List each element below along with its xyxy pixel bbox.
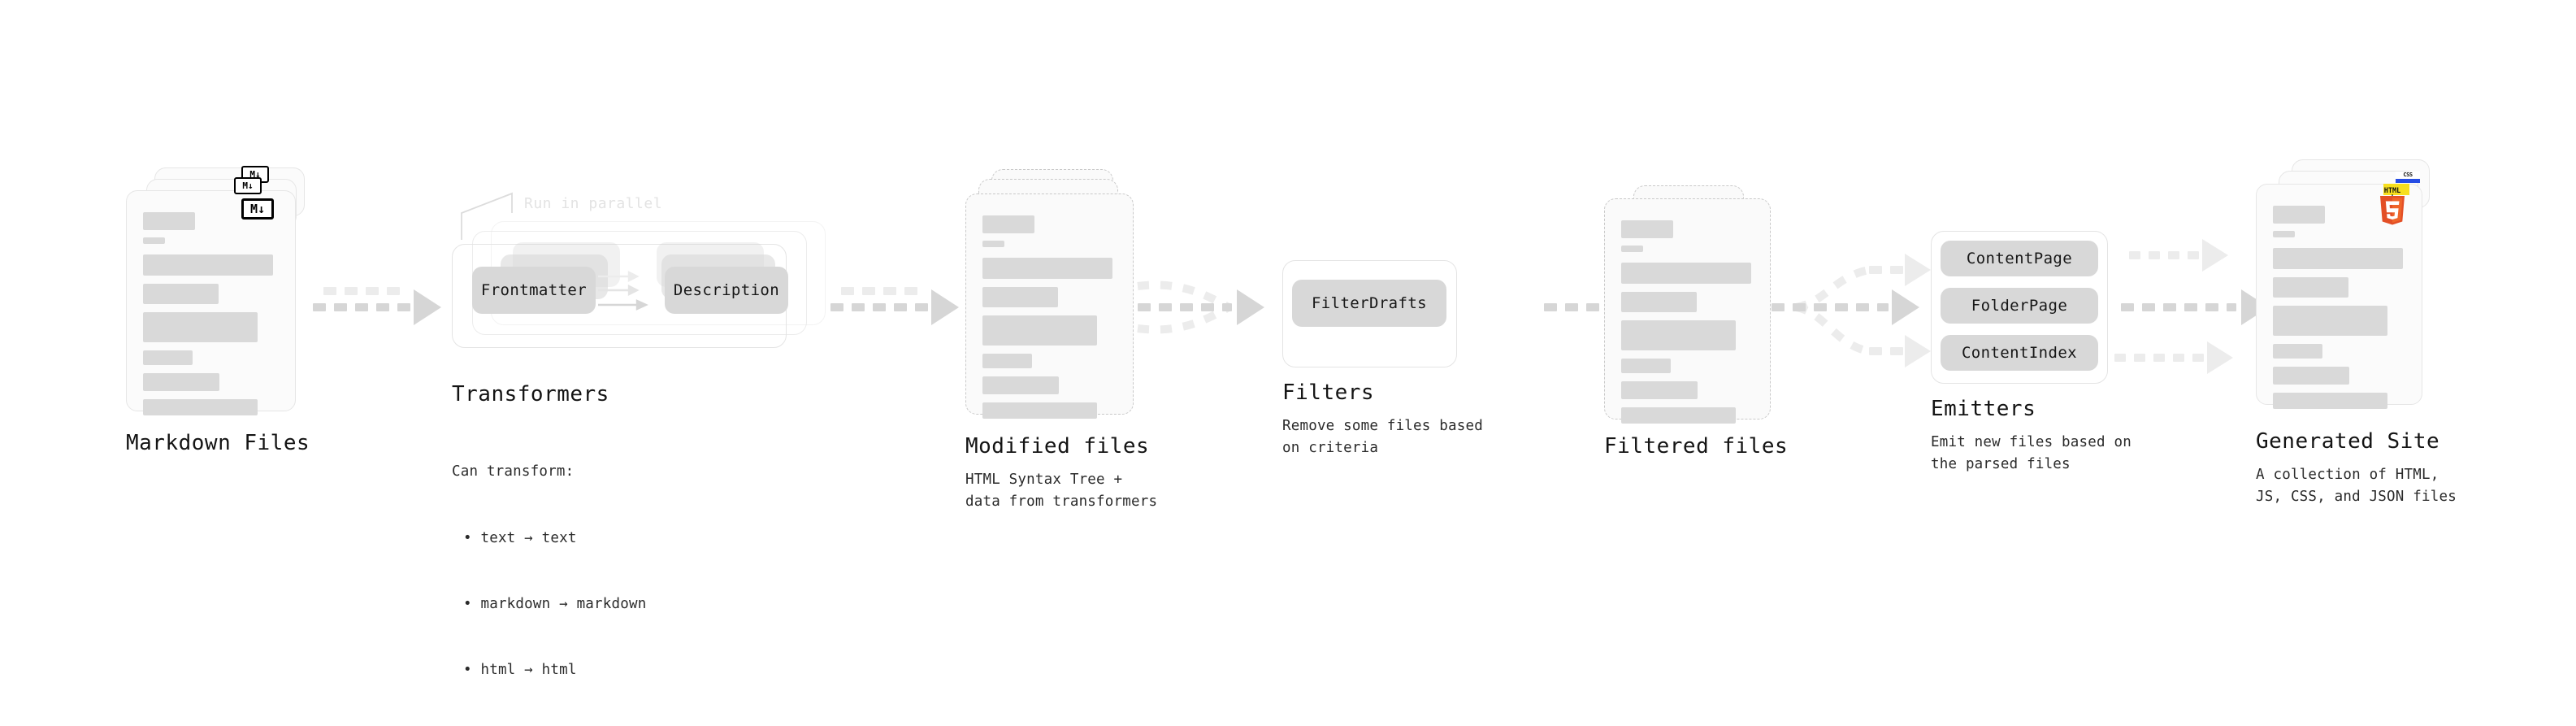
markdown-icon-glyph: M↓ <box>249 201 266 216</box>
arrow-markdown-to-transformers <box>313 287 441 325</box>
filtered-file-content-lines <box>1621 220 1755 431</box>
transformer-chip-description[interactable]: Description <box>665 267 788 314</box>
transformers-group: Frontmatter Description <box>452 221 826 359</box>
modified-file-content-lines <box>982 215 1118 426</box>
transformers-bullet-0: • text → text <box>463 529 577 546</box>
stage-title-emitters: Emitters <box>1931 397 2036 421</box>
emitter-chip-folderpage[interactable]: FolderPage <box>1941 288 2098 324</box>
filter-chip-filterdrafts-label: FilterDrafts <box>1311 294 1428 312</box>
emitter-chip-contentpage-label: ContentPage <box>1966 250 2073 267</box>
markdown-file-content-lines <box>143 212 280 423</box>
html5-icon: HTML <box>2380 187 2405 225</box>
stage-title-modified-files: Modified files <box>965 434 1150 459</box>
transformer-chip-frontmatter-label: Frontmatter <box>480 281 588 299</box>
markdown-file-front <box>126 190 296 415</box>
emitter-chip-contentindex-label: ContentIndex <box>1961 344 2078 362</box>
transformers-subtitle-line: Can transform: <box>452 463 575 480</box>
filtered-files-stack <box>1604 185 1791 429</box>
html5-icon-wordmark: HTML <box>2384 187 2400 195</box>
filter-chip-filterdrafts[interactable]: FilterDrafts <box>1292 280 1446 327</box>
filtered-file-front <box>1604 198 1771 424</box>
modified-file-front <box>965 193 1134 419</box>
arrow-transformers-to-modified <box>830 287 959 325</box>
transformer-chip-description-label: Description <box>673 281 780 299</box>
markdown-icon-glyph-2: M↓ <box>242 180 254 191</box>
generated-file-content-lines <box>2273 206 2407 416</box>
generated-site-stack: CSS HTML <box>2256 159 2459 420</box>
arrow-emitters-to-site <box>2114 239 2269 374</box>
emitters-group <box>1931 231 2108 384</box>
stage-title-transformers: Transformers <box>452 382 609 406</box>
transformer-inner-arrows <box>598 271 648 311</box>
arrow-modified-to-filters <box>1137 280 1264 334</box>
markdown-icon-back-1: M↓ <box>234 177 262 194</box>
stage-subtitle-transformers: Can transform: • text → text • markdown … <box>452 417 646 726</box>
arrow-filtered-to-emitters <box>1772 254 1931 367</box>
arrow-layer <box>313 192 2269 374</box>
modified-files-stack <box>965 169 1152 421</box>
js-icon <box>2383 184 2409 195</box>
markdown-icon-glyph-3: M↓ <box>249 169 261 180</box>
transformers-bullet-2: • html → html <box>463 662 577 679</box>
pipeline-diagram: M↓ M↓ M↓ Markdown Files Run in parallel … <box>126 159 2459 678</box>
stage-subtitle-emitters: Emit new files based on the parsed files <box>1931 434 2131 473</box>
stage-title-generated-site: Generated Site <box>2256 429 2440 454</box>
run-in-parallel-label: Run in parallel <box>524 195 663 212</box>
stage-subtitle-generated-site: A collection of HTML, JS, CSS, and JSON … <box>2256 467 2457 506</box>
filters-group <box>1282 260 1457 367</box>
markdown-files-stack: M↓ M↓ M↓ <box>126 166 313 415</box>
stage-subtitle-modified-files: HTML Syntax Tree + data from transformer… <box>965 472 1158 511</box>
emitter-chip-contentindex[interactable]: ContentIndex <box>1941 335 2098 371</box>
emitter-chip-folderpage-label: FolderPage <box>1971 297 2068 315</box>
markdown-icon: M↓ <box>241 198 274 220</box>
emitter-chip-contentpage[interactable]: ContentPage <box>1941 241 2098 276</box>
stage-subtitle-filters: Remove some files based on criteria <box>1282 418 1483 457</box>
css-icon-wordmark: CSS <box>2396 172 2420 179</box>
stage-title-filters: Filters <box>1282 380 1375 405</box>
stage-title-filtered-files: Filtered files <box>1604 434 1789 459</box>
transformer-chip-frontmatter[interactable]: Frontmatter <box>472 267 596 314</box>
run-in-parallel-bracket <box>461 192 513 240</box>
transformers-bullet-1: • markdown → markdown <box>463 596 647 612</box>
stage-title-markdown-files: Markdown Files <box>126 431 310 455</box>
css-icon: CSS <box>2396 172 2420 183</box>
